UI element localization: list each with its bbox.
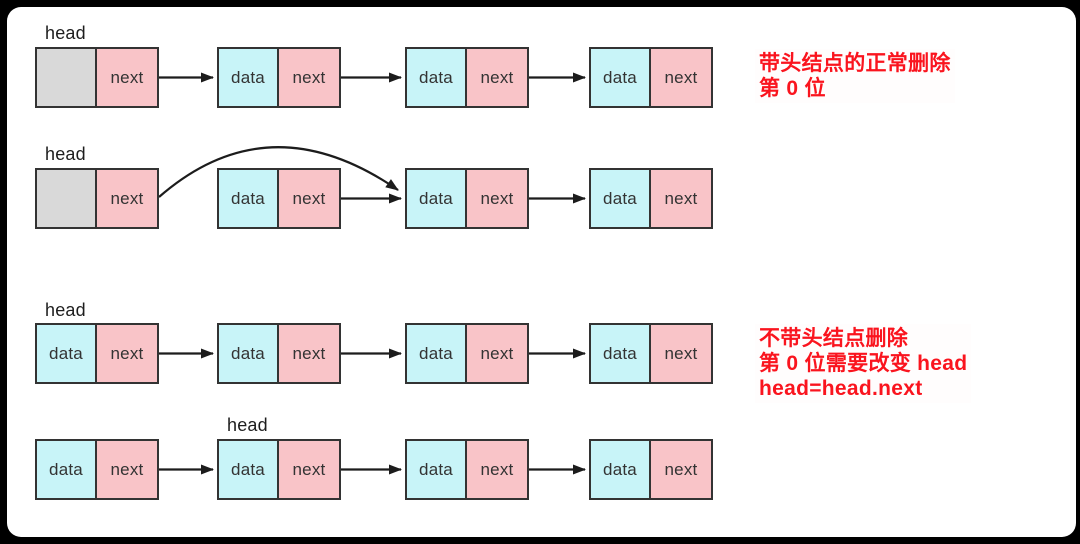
annotation-line: 第 0 位需要改变 head [759, 352, 968, 375]
next-cell: next [97, 170, 157, 227]
next-cell: next [279, 49, 339, 106]
cell-label: data [419, 343, 453, 363]
data-cell: data [219, 441, 279, 498]
list-node: data next [405, 47, 529, 108]
list-node: data next [589, 439, 713, 500]
cell-label: data [419, 67, 453, 87]
cell-label: next [664, 188, 698, 208]
data-cell: data [591, 49, 651, 106]
list-node-deleted: data next [217, 168, 341, 229]
next-cell: next [651, 49, 711, 106]
cell-label: next [110, 188, 144, 208]
next-cell: next [467, 49, 527, 106]
cell-label: next [480, 343, 514, 363]
cell-label: data [603, 459, 637, 479]
list-node: data next [405, 439, 529, 500]
list-node: data next [589, 47, 713, 108]
cell-label: data [419, 188, 453, 208]
list-node: data next [217, 47, 341, 108]
head-blank-cell [37, 49, 97, 106]
diagram-panel: head head head head next data next data … [7, 7, 1076, 537]
cell-label: next [664, 343, 698, 363]
annotation-line: 带头结点的正常删除 [759, 52, 951, 75]
next-cell: next [97, 441, 157, 498]
cell-label: data [419, 459, 453, 479]
data-cell: data [407, 325, 467, 382]
data-cell: data [407, 49, 467, 106]
list-node-deleted: data next [35, 439, 159, 500]
list-node: data next [405, 168, 529, 229]
cell-label: data [603, 67, 637, 87]
head-pointer-label: head [227, 415, 268, 435]
cell-label: next [480, 67, 514, 87]
cell-label: data [231, 343, 265, 363]
head-node: next [35, 47, 159, 108]
next-cell: next [279, 441, 339, 498]
data-cell: data [219, 170, 279, 227]
next-cell: next [467, 325, 527, 382]
data-cell: data [407, 170, 467, 227]
cell-label: next [110, 67, 144, 87]
data-cell: data [37, 441, 97, 498]
next-cell: next [97, 49, 157, 106]
data-cell: data [219, 49, 279, 106]
cell-label: next [292, 343, 326, 363]
list-node: data next [35, 323, 159, 384]
next-cell: next [651, 325, 711, 382]
cell-label: next [292, 67, 326, 87]
data-cell: data [407, 441, 467, 498]
cell-label: data [231, 459, 265, 479]
cell-label: next [292, 459, 326, 479]
data-cell: data [591, 170, 651, 227]
cell-label: next [110, 343, 144, 363]
head-blank-cell [37, 170, 97, 227]
cell-label: data [231, 67, 265, 87]
cell-label: next [664, 459, 698, 479]
cell-label: data [603, 343, 637, 363]
annotation-without-head: 不带头结点删除 第 0 位需要改变 head head=head.next [755, 324, 972, 403]
annotation-line: 不带头结点删除 [759, 327, 909, 350]
cell-label: data [49, 459, 83, 479]
cell-label: next [480, 188, 514, 208]
next-cell: next [279, 325, 339, 382]
next-cell: next [467, 170, 527, 227]
annotation-line: 第 0 位 [759, 77, 826, 100]
head-node: next [35, 168, 159, 229]
list-node: data next [589, 323, 713, 384]
next-cell: next [467, 441, 527, 498]
next-cell: next [651, 170, 711, 227]
list-node: data next [217, 323, 341, 384]
cell-label: data [231, 188, 265, 208]
cell-label: next [292, 188, 326, 208]
list-node: data next [589, 168, 713, 229]
cell-label: next [664, 67, 698, 87]
cell-label: data [603, 188, 637, 208]
data-cell: data [591, 441, 651, 498]
cell-label: next [480, 459, 514, 479]
annotation-with-head: 带头结点的正常删除 第 0 位 [755, 49, 955, 103]
next-cell: next [279, 170, 339, 227]
list-node: data next [217, 439, 341, 500]
list-node: data next [405, 323, 529, 384]
head-pointer-label: head [45, 300, 86, 320]
head-pointer-label: head [45, 23, 86, 43]
data-cell: data [219, 325, 279, 382]
head-pointer-label: head [45, 144, 86, 164]
data-cell: data [591, 325, 651, 382]
next-cell: next [97, 325, 157, 382]
next-cell: next [651, 441, 711, 498]
annotation-line: head=head.next [759, 377, 923, 400]
cell-label: data [49, 343, 83, 363]
cell-label: next [110, 459, 144, 479]
data-cell: data [37, 325, 97, 382]
